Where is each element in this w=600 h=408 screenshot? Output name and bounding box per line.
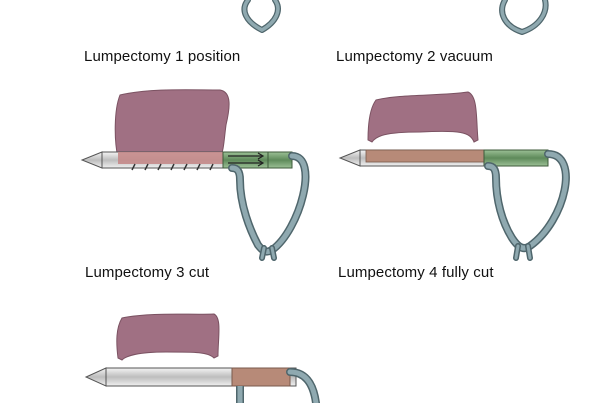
tissue-lump	[116, 313, 220, 361]
panel-label-position: Lumpectomy 1 position	[84, 48, 241, 65]
panel-position-illustration	[80, 89, 310, 261]
panel-label-vacuum: Lumpectomy 2 vacuum	[336, 48, 493, 65]
tissue-lump	[114, 89, 230, 159]
panel-vacuum-illustration	[338, 91, 570, 261]
panel-label-fully-cut: Lumpectomy 4 fully cut	[338, 264, 494, 281]
panel-cut-illustration	[84, 313, 320, 407]
tissue-lump	[367, 91, 479, 143]
tube-top-right	[499, 0, 549, 35]
panel-label-cut: Lumpectomy 3 cut	[85, 264, 210, 281]
tube-top-left	[241, 0, 281, 33]
